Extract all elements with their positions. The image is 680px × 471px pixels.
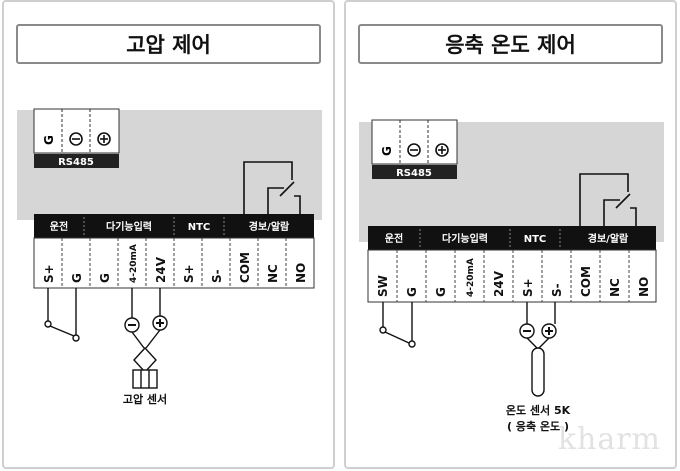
group-label-alarm: 경보/알람 — [249, 220, 290, 233]
group-label-run: 운전 — [385, 232, 403, 245]
terminal-label: COM — [579, 266, 593, 297]
terminal-label: G — [405, 287, 419, 297]
terminal-label: S+ — [182, 264, 196, 283]
temperature-sensor — [519, 302, 557, 397]
group-label-ntc: NTC — [524, 234, 547, 245]
run-switch — [44, 288, 80, 342]
high-pressure-wiring-diagram: G RS485 운전 다기능입력 NTC 경보/알람 — [17, 108, 322, 406]
run-switch — [379, 302, 416, 348]
temperature-sensor-label: 온도 센서 5K — [506, 403, 571, 417]
rs485-pin-g: G — [380, 146, 394, 156]
terminal-label: G — [70, 273, 84, 283]
terminal-label: NC — [608, 278, 622, 297]
terminal-group-header — [368, 226, 656, 250]
condensing-temperature-wiring-diagram: G RS485 운전 다기능입력 NTC 경보/알람 — [359, 119, 664, 433]
terminal-label: COM — [238, 252, 252, 283]
high-pressure-panel: 고압 제어 G RS485 운전 다기능입 — [2, 0, 335, 469]
terminal-label: NC — [266, 264, 280, 283]
terminal-label: NO — [294, 263, 308, 283]
watermark: kharm — [557, 422, 661, 457]
terminal-label: NO — [637, 277, 651, 297]
rs485-pin-g: G — [42, 135, 56, 145]
group-label-ntc: NTC — [188, 222, 211, 233]
terminal-label: G — [434, 287, 448, 297]
group-label-multi-input: 다기능입력 — [442, 232, 488, 245]
terminal-label: S- — [210, 269, 224, 283]
terminal-label: G — [98, 273, 112, 283]
panel-title-high-pressure: 고압 제어 — [16, 24, 321, 64]
pressure-sensor — [124, 288, 168, 389]
terminal-label: 4-20mA — [466, 258, 476, 297]
terminal-label: 4-20mA — [129, 244, 139, 283]
pressure-sensor-label: 고압 센서 — [123, 392, 167, 406]
group-label-alarm: 경보/알람 — [588, 232, 629, 245]
terminal-strip — [367, 249, 657, 303]
rs485-connector: G RS485 — [33, 108, 120, 168]
panel-title-condensing-temp: 응축 온도 제어 — [358, 24, 663, 64]
rs485-label: RS485 — [58, 157, 94, 168]
relay-symbol — [243, 161, 301, 214]
condensing-temperature-panel: 응축 온도 제어 G RS485 운전 다기능입력 NTC 경보/ — [344, 0, 677, 469]
rs485-connector: G RS485 — [371, 119, 458, 179]
terminal-label: 24V — [154, 256, 168, 283]
terminal-label: 24V — [492, 270, 506, 297]
terminal-label: S+ — [42, 264, 56, 283]
group-label-multi-input: 다기능입력 — [106, 220, 152, 233]
rs485-label: RS485 — [396, 168, 432, 179]
terminal-label: SW — [376, 275, 390, 297]
terminal-label: S- — [550, 283, 564, 297]
relay-symbol — [579, 173, 637, 226]
group-label-run: 운전 — [50, 220, 68, 233]
terminal-label: S+ — [521, 278, 535, 297]
temperature-sensor-sublabel: ( 응축 온도 ) — [507, 419, 569, 433]
